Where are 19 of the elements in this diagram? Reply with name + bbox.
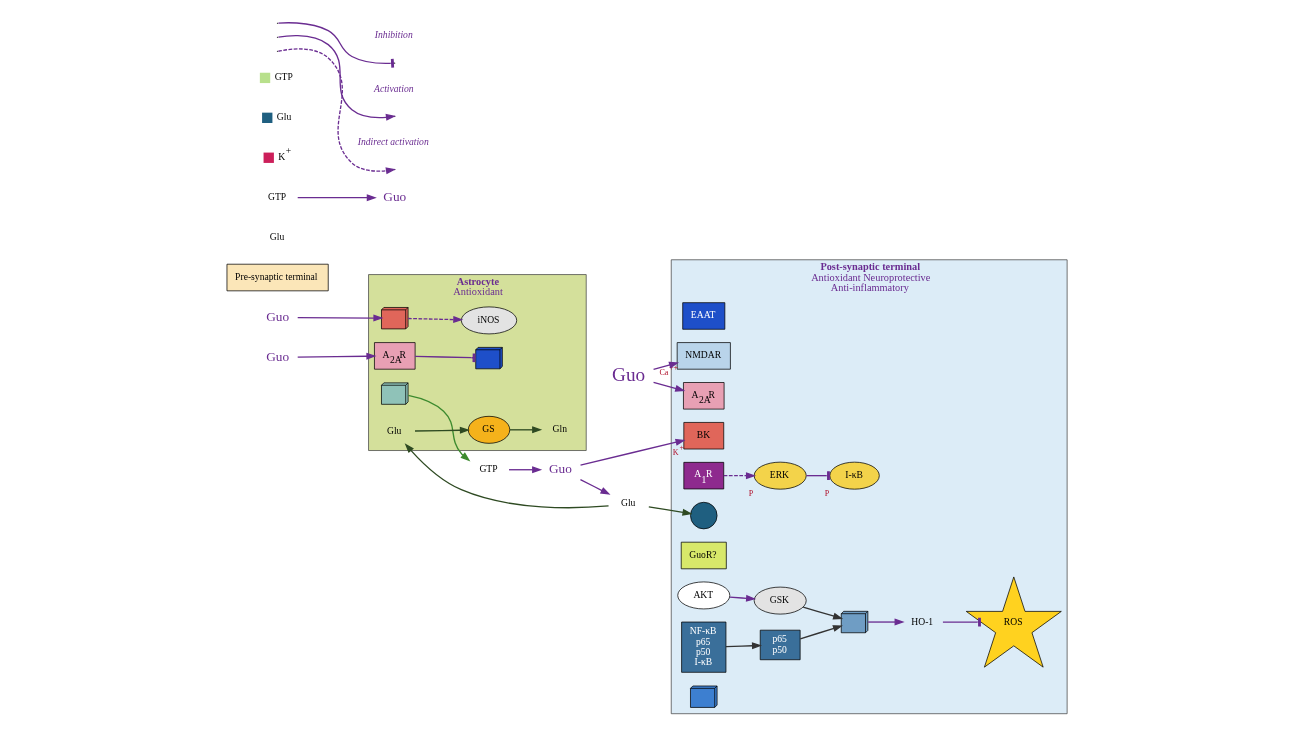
legend-label: Indirect activation [357, 135, 429, 147]
node-text: Gln [552, 423, 568, 435]
legend-label: Activation [374, 82, 414, 94]
node-text: Guo [266, 348, 290, 364]
legend-label: GTP [274, 71, 293, 83]
legend-label: Inhibition [374, 29, 413, 41]
node-text: Glu [387, 424, 402, 436]
node-text: Guo [266, 308, 290, 324]
node-text: Glu [620, 497, 636, 509]
node-text: Guo [548, 461, 572, 476]
node-text: GTP [479, 463, 498, 475]
node-label: P [824, 488, 830, 498]
node-text: GTP [267, 191, 287, 203]
node-label: P [748, 488, 754, 498]
node-text: HO-1 [911, 615, 934, 627]
node-text: Guo [612, 363, 646, 385]
node-text: Glu [269, 231, 285, 243]
node-text: Guo [383, 188, 407, 204]
legend-label: Glu [276, 111, 292, 123]
